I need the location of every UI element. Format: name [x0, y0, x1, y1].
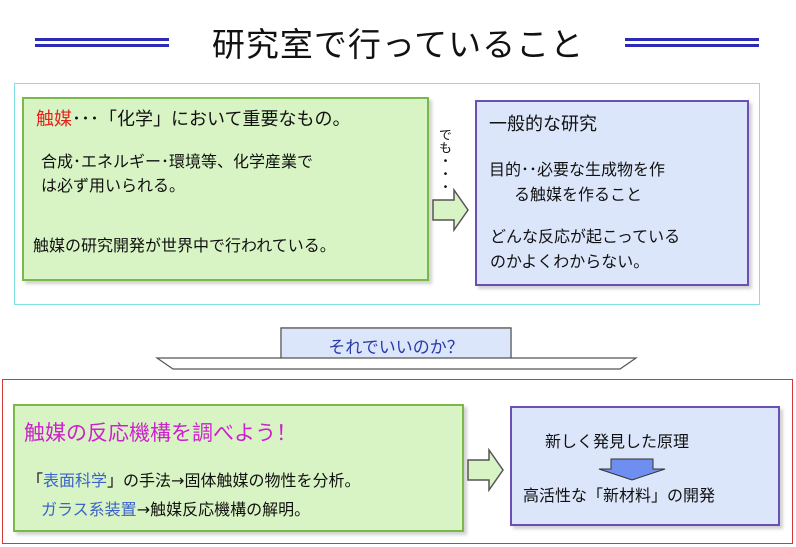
result-line-1: 新しく発見した原理	[545, 432, 690, 451]
general-line-1: 目的･･必要な生成物を作	[489, 160, 666, 179]
study-line-2: ガラス系装置→触媒反応機構の解明。	[41, 498, 310, 521]
general-research-heading: 一般的な研究	[489, 114, 597, 135]
general-research-box: 一般的な研究 目的･･必要な生成物を作 る触媒を作ること どんな反応が起こってい…	[475, 100, 749, 286]
arrow-down-icon	[598, 458, 666, 481]
page-title: 研究室で行っていること	[211, 25, 585, 64]
catalyst-importance-box: 触媒･･･「化学」において重要なもの。 合成･エネルギー･環境等、化学産業で は…	[22, 97, 429, 281]
study-line-1: 「表面科学」の手法→固体触媒の物性を分析。	[27, 469, 360, 492]
arrow-right-icon	[432, 188, 469, 232]
bottom-section-frame	[2, 379, 793, 544]
catalyst-line-3: 触媒の研究開発が世界中で行われている。	[33, 236, 336, 255]
general-line-3: どんな反応が起こっている	[490, 227, 681, 246]
arrow-right-icon-2	[467, 448, 504, 492]
banner-question: それでいいのか？	[328, 338, 464, 358]
reaction-mechanism-box: 触媒の反応機構を調べよう！ 「表面科学」の手法→固体触媒の物性を分析。 ガラス系…	[13, 404, 464, 532]
heading-rest: ･･･「化学」において重要なもの。	[72, 109, 351, 130]
reaction-mechanism-heading: 触媒の反応機構を調べよう！	[24, 421, 297, 445]
general-line-2: る触媒を作ること	[514, 185, 643, 204]
result-box: 新しく発見した原理 高活性な「新材料」の開発	[510, 406, 780, 526]
result-line-2: 高活性な「新材料」の開発	[523, 486, 716, 505]
surface-science-term: 表面科学	[43, 471, 108, 490]
catalyst-line-2: は必ず用いられる。	[41, 176, 186, 195]
banner-shape	[155, 327, 638, 370]
heading-catalyst-word: 触媒	[36, 109, 72, 130]
glass-apparatus-term: ガラス系装置	[41, 500, 137, 519]
title-rule-left	[35, 38, 169, 47]
catalyst-importance-heading: 触媒･･･「化学」において重要なもの。	[36, 108, 350, 131]
general-line-4: のかよくわからない。	[490, 252, 650, 271]
catalyst-line-1: 合成･エネルギー･環境等、化学産業で	[41, 152, 314, 171]
study-line-1-rest: 」の手法→固体触媒の物性を分析。	[107, 471, 361, 490]
top-section-frame	[14, 83, 760, 305]
title-rule-right	[625, 38, 759, 47]
study-line-1-open: 「	[27, 471, 44, 490]
but-text-vertical: でも・・・	[436, 128, 451, 193]
study-line-2-rest: →触媒反応機構の解明。	[136, 500, 311, 519]
